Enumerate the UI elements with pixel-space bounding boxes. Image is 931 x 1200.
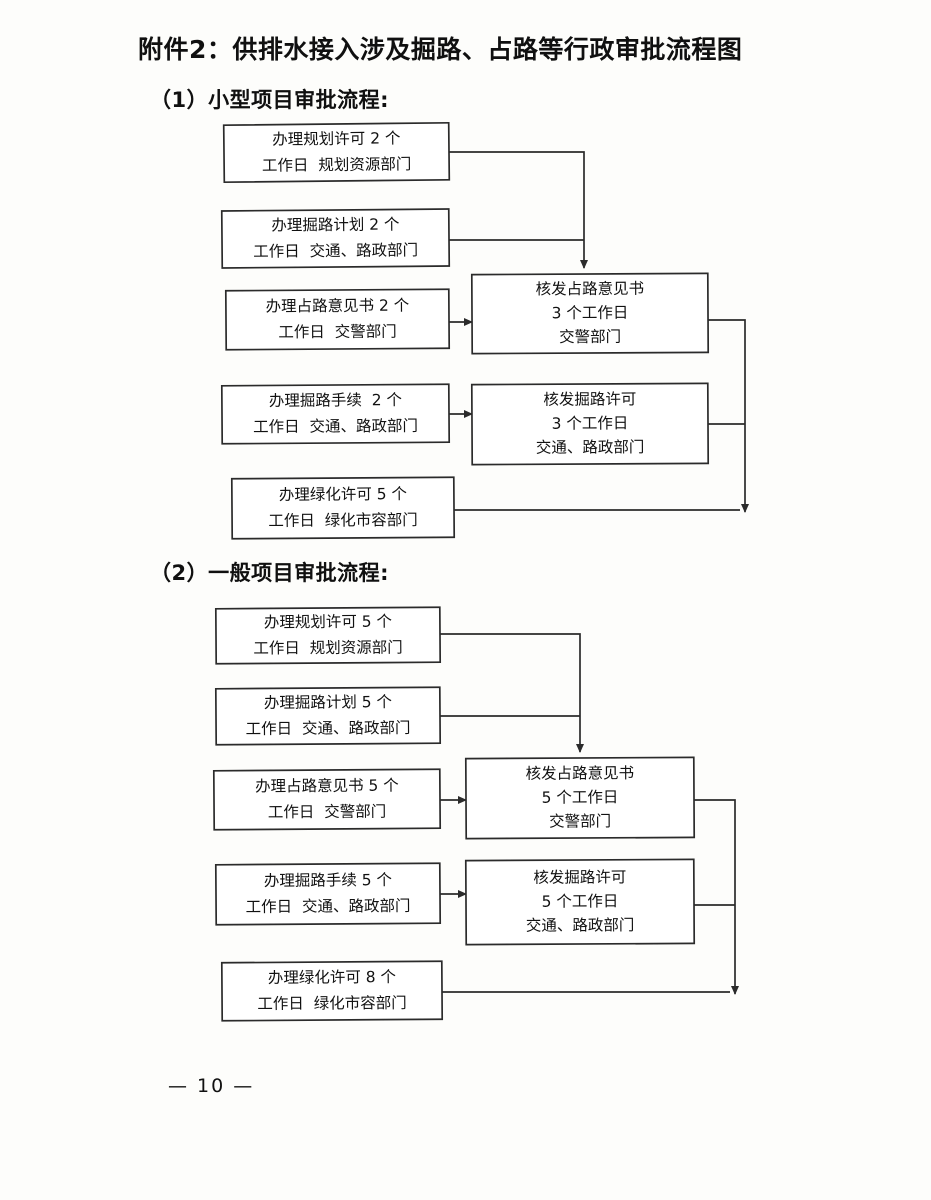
process-node[interactable]: 办理掘路手续 5 个工作日 交通、路政部门 xyxy=(214,862,442,926)
process-node-box xyxy=(214,862,442,926)
process-node-label-line-1: 办理掘路手续 5 个 xyxy=(264,871,393,890)
process-node[interactable]: 办理占路意见书 2 个工作日 交警部门 xyxy=(224,288,451,351)
process-node[interactable]: 办理规划许可 5 个工作日 规划资源部门 xyxy=(214,606,442,665)
process-node-box xyxy=(212,768,442,831)
process-node[interactable]: 办理掘路计划 2 个工作日 交通、路政部门 xyxy=(220,208,451,269)
issue-node-label-line-1: 核发掘路许可 xyxy=(543,390,636,408)
issue-node-label-line-2: 5 个工作日 xyxy=(542,892,619,910)
process-node[interactable]: 办理绿化许可 8 个工作日 绿化市容部门 xyxy=(220,960,444,1022)
page-title: 附件2：供排水接入涉及掘路、占路等行政审批流程图 xyxy=(138,35,743,64)
process-node[interactable]: 办理绿化许可 5 个工作日 绿化市容部门 xyxy=(230,476,456,540)
issue-node-label-line-1: 核发占路意见书 xyxy=(536,279,645,299)
issue-node-label-line-3: 交通、路政部门 xyxy=(536,438,645,457)
process-node[interactable]: 办理规划许可 2 个工作日 规划资源部门 xyxy=(222,121,451,184)
process-node-label-line-2: 工作日 规划资源部门 xyxy=(262,155,412,175)
process-node-label-line-1: 办理掘路计划 5 个 xyxy=(264,693,393,712)
issue-node-label-line-1: 核发掘路许可 xyxy=(533,868,626,886)
issue-node-label-line-2: 5 个工作日 xyxy=(542,788,619,806)
section-heading-small-project: （1）小型项目审批流程: xyxy=(150,88,390,112)
issue-node-box xyxy=(470,272,710,355)
flow2-connectors xyxy=(440,633,739,995)
process-node-label-line-2: 工作日 交通、路政部门 xyxy=(246,719,411,738)
issue-node-label-line-3: 交通、路政部门 xyxy=(526,916,635,935)
process-node-box xyxy=(220,208,451,269)
process-node[interactable]: 办理占路意见书 5 个工作日 交警部门 xyxy=(212,768,442,831)
process-node[interactable]: 办理掘路手续 2 个工作日 交通、路政部门 xyxy=(220,383,451,445)
issue-node-box xyxy=(464,756,696,840)
issue-node-box xyxy=(464,858,696,946)
process-node-label-line-2: 工作日 绿化市容部门 xyxy=(268,511,417,530)
process-node-label-line-1: 办理规划许可 5 个 xyxy=(264,613,393,632)
process-node-box xyxy=(222,121,451,184)
issue-node-box xyxy=(470,382,710,466)
process-node-label-line-2: 工作日 规划资源部门 xyxy=(253,638,402,657)
issue-node-label-line-1: 核发占路意见书 xyxy=(526,763,635,783)
process-node-label-line-1: 办理掘路计划 2 个 xyxy=(271,215,400,234)
issue-node-label-line-3: 交警部门 xyxy=(559,328,621,346)
process-node-label-line-1: 办理绿化许可 8 个 xyxy=(268,968,397,987)
issue-node-label-line-2: 3 个工作日 xyxy=(552,304,629,322)
flow1-connectors xyxy=(449,151,749,513)
process-node-label-line-1: 办理占路意见书 5 个 xyxy=(255,775,399,795)
process-node-label-line-1: 办理规划许可 2 个 xyxy=(272,129,401,148)
process-node-box xyxy=(230,476,456,540)
issue-node-label-line-3: 交警部门 xyxy=(549,812,611,830)
process-node-box xyxy=(224,288,451,351)
process-node-label-line-2: 工作日 交通、路政部门 xyxy=(246,897,411,916)
process-node-label-line-1: 办理掘路手续 2 个 xyxy=(269,391,403,410)
process-node-label-line-2: 工作日 交通、路政部门 xyxy=(253,417,418,436)
section-heading-general-project: （2）一般项目审批流程: xyxy=(150,561,390,585)
page-number: — 10 — xyxy=(168,1075,255,1097)
process-node-box xyxy=(214,686,442,746)
process-node-label-line-2: 工作日 绿化市容部门 xyxy=(257,994,406,1013)
process-node-label-line-2: 工作日 交通、路政部门 xyxy=(253,241,418,260)
process-node-box xyxy=(220,383,451,445)
issue-node-label-line-2: 3 个工作日 xyxy=(552,414,629,432)
process-node-box xyxy=(214,606,442,665)
process-node-label-line-1: 办理绿化许可 5 个 xyxy=(279,485,408,504)
process-node-label-line-2: 工作日 交警部门 xyxy=(268,803,386,822)
process-node-box xyxy=(220,960,444,1022)
process-node-label-line-1: 办理占路意见书 2 个 xyxy=(265,295,409,315)
process-node[interactable]: 办理掘路计划 5 个工作日 交通、路政部门 xyxy=(214,686,442,746)
process-node-label-line-2: 工作日 交警部门 xyxy=(278,323,396,342)
